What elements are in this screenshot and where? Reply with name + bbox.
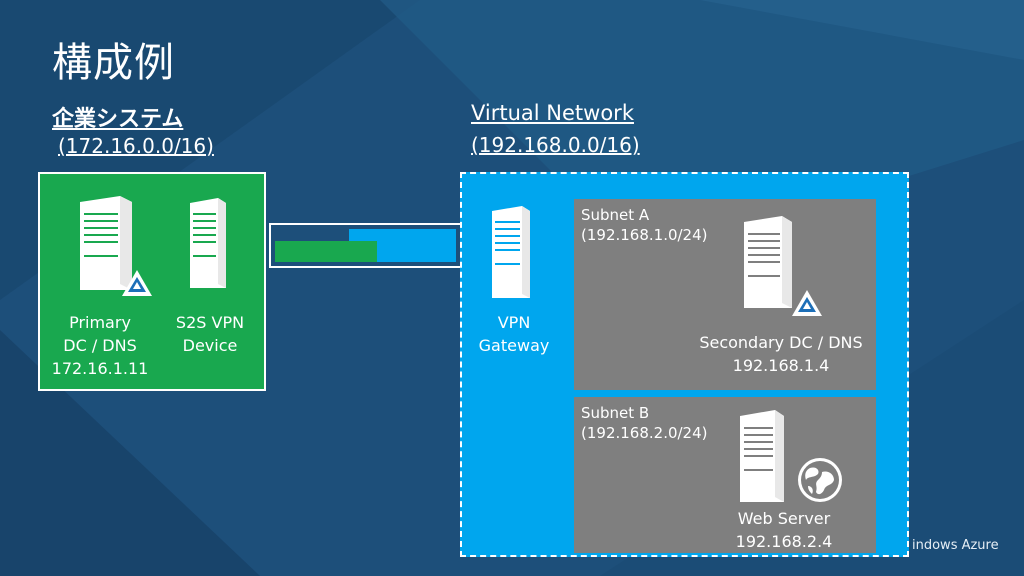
- primary-dc-line2: DC / DNS: [63, 336, 137, 355]
- ad-pyramid-icon: [122, 270, 152, 296]
- primary-dc-label: Primary DC / DNS 172.16.1.11: [40, 311, 160, 380]
- vpn-gateway-line1: VPN: [497, 313, 531, 332]
- primary-dc-ip: 172.16.1.11: [51, 359, 149, 378]
- corporate-system-label: 企業システム: [52, 107, 184, 132]
- tunnel-azure-segment: [377, 229, 456, 262]
- secondary-dc-label: Secondary DC / DNS 192.168.1.4: [681, 331, 881, 377]
- subnet-a-box: [574, 199, 876, 390]
- secondary-dc-line1: Secondary DC / DNS: [699, 333, 863, 352]
- web-server-label: Web Server 192.168.2.4: [694, 507, 874, 553]
- subnet-b-title: Subnet B (192.168.2.0/24): [581, 403, 708, 443]
- vpn-device-line1: S2S VPN: [175, 313, 245, 332]
- primary-dc-server-icon: [80, 196, 132, 290]
- slide-title: 構成例: [52, 40, 175, 86]
- web-server-icon: [740, 410, 784, 502]
- vpn-device-label: S2S VPN Device: [160, 311, 260, 357]
- secondary-dc-server-icon: [744, 216, 792, 308]
- virtual-network-address-space: (192.168.0.0/16): [471, 133, 640, 157]
- vpn-gateway-line2: Gateway: [478, 336, 550, 355]
- tunnel-on-prem-segment: [275, 241, 377, 262]
- tunnel-azure-top-segment: [349, 229, 377, 241]
- vpn-gateway-server-icon: [492, 206, 530, 298]
- site-to-site-vpn-tunnel: [269, 223, 464, 268]
- globe-icon: [798, 458, 842, 502]
- footer-brand: indows Azure: [912, 538, 999, 553]
- ad-pyramid-icon: [792, 290, 822, 316]
- subnet-a-name: Subnet A: [581, 206, 650, 224]
- primary-dc-line1: Primary: [69, 313, 131, 332]
- subnet-a-range: (192.168.1.0/24): [581, 226, 708, 244]
- subnet-b-range: (192.168.2.0/24): [581, 424, 708, 442]
- web-server-line1: Web Server: [737, 509, 831, 528]
- vpn-gateway-label: VPN Gateway: [464, 311, 564, 357]
- vpn-device-server-icon: [190, 198, 226, 288]
- secondary-dc-ip: 192.168.1.4: [732, 356, 830, 375]
- web-server-ip: 192.168.2.4: [735, 532, 833, 551]
- corporate-address-space: (172.16.0.0/16): [58, 134, 214, 158]
- vpn-device-line2: Device: [182, 336, 238, 355]
- subnet-a-title: Subnet A (192.168.1.0/24): [581, 205, 708, 245]
- subnet-b-name: Subnet B: [581, 404, 650, 422]
- virtual-network-label: Virtual Network: [471, 101, 634, 125]
- corporate-network-box: [38, 172, 266, 391]
